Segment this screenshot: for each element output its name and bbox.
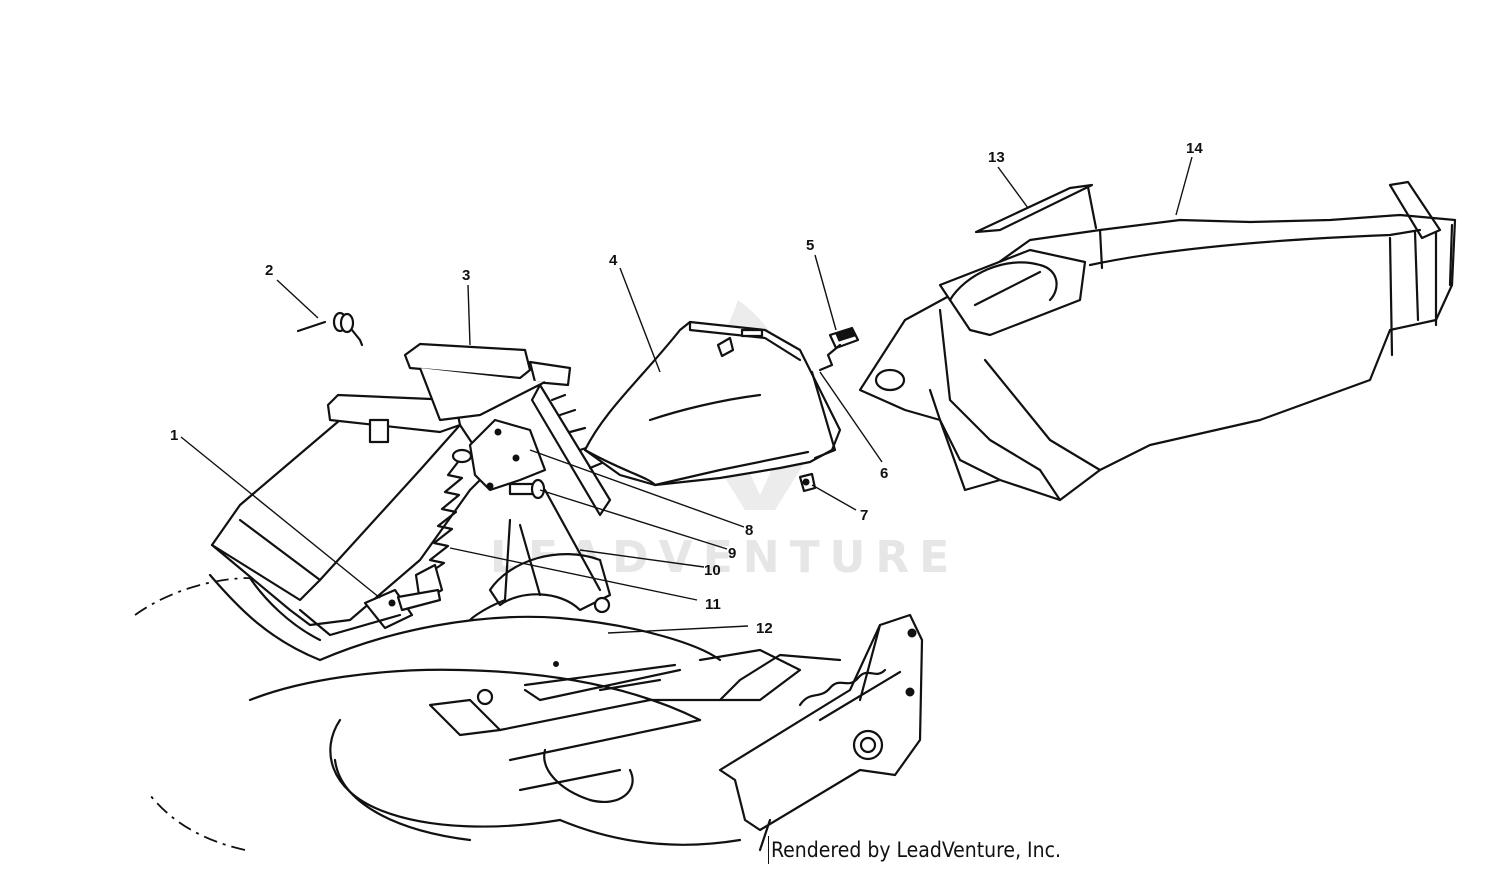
callout-12: 12 <box>756 620 773 637</box>
part-1-rear-housing <box>210 418 492 637</box>
mower-deck <box>134 573 842 851</box>
callout-8: 8 <box>745 522 753 539</box>
callout-14: 14 <box>1186 140 1203 157</box>
part-5-latch-clip <box>818 326 860 372</box>
part-13-plate <box>974 183 1098 234</box>
callout-9: 9 <box>728 545 736 562</box>
part-10-spring <box>424 448 473 577</box>
callout-5: 5 <box>806 237 814 254</box>
render-credit: Rendered by LeadVenture, Inc. <box>768 836 1061 864</box>
callout-1: 1 <box>170 427 178 444</box>
callout-labels: 1 2 3 4 5 6 7 8 9 10 11 12 13 14 <box>170 140 1203 637</box>
part-14-discharge-chute <box>858 180 1457 502</box>
part-11-spring-bracket <box>396 563 444 612</box>
part-8-pivot-plate <box>468 418 547 492</box>
part-7-pin <box>798 472 817 493</box>
callout-7: 7 <box>860 507 868 524</box>
callout-10: 10 <box>704 562 721 579</box>
part-4-deflector <box>583 320 842 487</box>
callout-13: 13 <box>988 149 1005 166</box>
part-2-torsion-spring <box>296 311 364 347</box>
part-9-bolt <box>508 478 546 500</box>
callout-3: 3 <box>462 267 470 284</box>
part-12-chute-bracket <box>468 488 612 622</box>
callout-6: 6 <box>880 465 888 482</box>
part-3-lift-handle <box>326 342 612 517</box>
callout-11: 11 <box>705 596 721 613</box>
callout-4: 4 <box>609 252 618 269</box>
leader-lines <box>180 156 1193 634</box>
part-6-rod <box>810 370 837 460</box>
height-adjuster-bracket <box>718 613 924 852</box>
callout-2: 2 <box>265 262 273 279</box>
